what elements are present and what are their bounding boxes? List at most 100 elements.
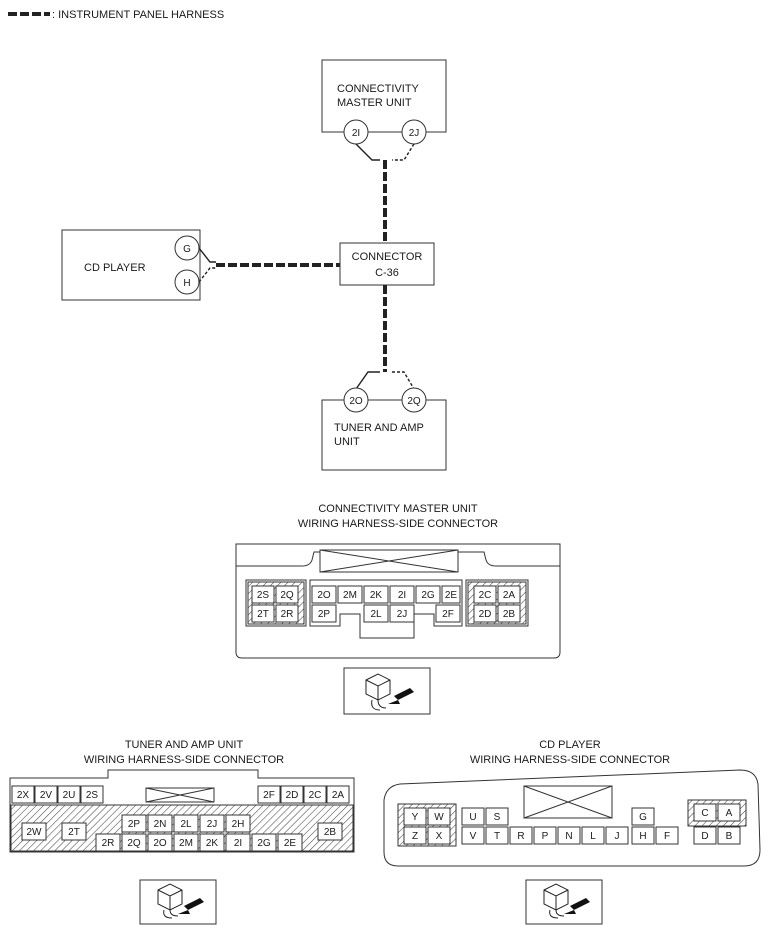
cell-g-label: G [639, 812, 647, 823]
tuner-harness-connector: TUNER AND AMP UNIT WIRING HARNESS-SIDE C… [9, 739, 355, 853]
cell-r [509, 826, 533, 845]
cell-2l [173, 814, 199, 833]
cell-f [655, 826, 679, 845]
cell-a [717, 803, 741, 822]
cell-n-label: N [565, 831, 572, 842]
connector-c36-block: CONNECTOR C-36 [339, 242, 435, 286]
cell-2k-label: 2K [206, 838, 219, 849]
cell-u [461, 807, 485, 826]
cell-b [717, 826, 741, 845]
cell-2s [251, 585, 275, 604]
cell-2b-label: 2B [503, 609, 516, 620]
cell-2t-label: 2T [257, 609, 269, 620]
cell-2d-label: 2D [286, 790, 299, 801]
cell-2f-label: 2F [263, 790, 275, 801]
cell-n [557, 826, 581, 845]
cell-2i [225, 833, 251, 852]
cell-l-label: L [590, 831, 596, 842]
cell-d-label: D [701, 831, 708, 842]
cell-2g-label: 2G [257, 838, 271, 849]
cell-2p [121, 814, 147, 833]
cell-r-label: R [517, 831, 524, 842]
cd-connector-view-icon [525, 879, 603, 925]
cell-2c-label: 2C [479, 590, 492, 601]
pin-2i-label: 2I [352, 128, 360, 139]
cell-2h-label: 2H [232, 819, 245, 830]
cell-2j [199, 814, 225, 833]
cell-2o [147, 833, 173, 852]
cd-player-block: CD PLAYER G H [61, 229, 201, 301]
cell-s [485, 807, 509, 826]
cell-2c [303, 785, 327, 804]
cell-2w [21, 822, 47, 841]
cell-2m-label: 2M [179, 838, 193, 849]
cell-2o-label: 2O [317, 590, 331, 601]
cd-player-label: CD PLAYER [84, 262, 146, 274]
cell-b-label: B [726, 831, 733, 842]
cell-2q-label: 2Q [127, 838, 141, 849]
cell-2p [311, 604, 337, 623]
cell-j-label: J [615, 831, 620, 842]
cell-2b [317, 822, 343, 841]
connector-c36-box [339, 242, 435, 286]
legend-text: : INSTRUMENT PANEL HARNESS [52, 9, 224, 21]
cell-2f [257, 785, 281, 804]
cell-2r [95, 833, 121, 852]
cell-2e-label: 2E [284, 838, 297, 849]
cell-2i-label: 2I [398, 590, 406, 601]
cmu-center-group-outline [309, 579, 463, 639]
cell-2x [11, 785, 35, 804]
tuner-label-line1: TUNER AND AMP [334, 422, 424, 434]
cell-z-label: Z [412, 831, 418, 842]
wire-2q-stub [392, 371, 415, 390]
cell-2e [441, 585, 461, 604]
cell-2u-label: 2U [63, 790, 76, 801]
cell-2r [275, 604, 299, 623]
cell-2k-label: 2K [370, 590, 383, 601]
cell-2v-label: 2V [40, 790, 53, 801]
cell-2a-label: 2A [503, 590, 516, 601]
cell-2n [147, 814, 173, 833]
cell-x-label: X [436, 831, 443, 842]
cell-2l-label: 2L [180, 819, 192, 830]
cell-2a-label: 2A [332, 790, 345, 801]
cd-latch-x2 [523, 785, 613, 819]
cell-2i-label: 2I [234, 838, 242, 849]
cell-2f-label: 2F [442, 609, 454, 620]
cell-w-label: W [434, 812, 444, 823]
cell-2r-label: 2R [281, 609, 294, 620]
cell-2f [435, 604, 461, 623]
cmu-harness-connector: CONNECTIVITY MASTER UNIT WIRING HARNESS-… [235, 503, 561, 659]
cell-v [461, 826, 485, 845]
cell-h [631, 826, 655, 845]
cell-l [581, 826, 605, 845]
cell-c [693, 803, 717, 822]
cell-2j-label: 2J [207, 819, 218, 830]
cell-2e-label: 2E [445, 590, 458, 601]
cell-2s-label: 2S [86, 790, 99, 801]
cell-2d-label: 2D [479, 609, 492, 620]
cell-2o-label: 2O [153, 838, 167, 849]
cell-2t [251, 604, 275, 623]
tuner-connector-title1: TUNER AND AMP UNIT [125, 739, 244, 751]
cell-2b [497, 604, 521, 623]
cell-2d [280, 785, 304, 804]
cell-2x-label: 2X [17, 790, 30, 801]
cmu-label-line1: CONNECTIVITY [337, 83, 420, 95]
cell-2l [363, 604, 389, 623]
pin-2j-label: 2J [409, 128, 420, 139]
cell-2v [34, 785, 58, 804]
cell-v-label: V [470, 831, 477, 842]
cell-z [403, 826, 427, 845]
cell-2n-label: 2N [154, 819, 167, 830]
cell-c-label: C [701, 808, 708, 819]
cell-2m [173, 833, 199, 852]
pin-g-label: G [183, 244, 191, 255]
cell-2s-label: 2S [257, 590, 270, 601]
cell-2u [57, 785, 81, 804]
cell-2j [389, 604, 415, 623]
cell-2c [473, 585, 497, 604]
pin-2q-label: 2Q [407, 396, 421, 407]
cell-w [427, 807, 451, 826]
